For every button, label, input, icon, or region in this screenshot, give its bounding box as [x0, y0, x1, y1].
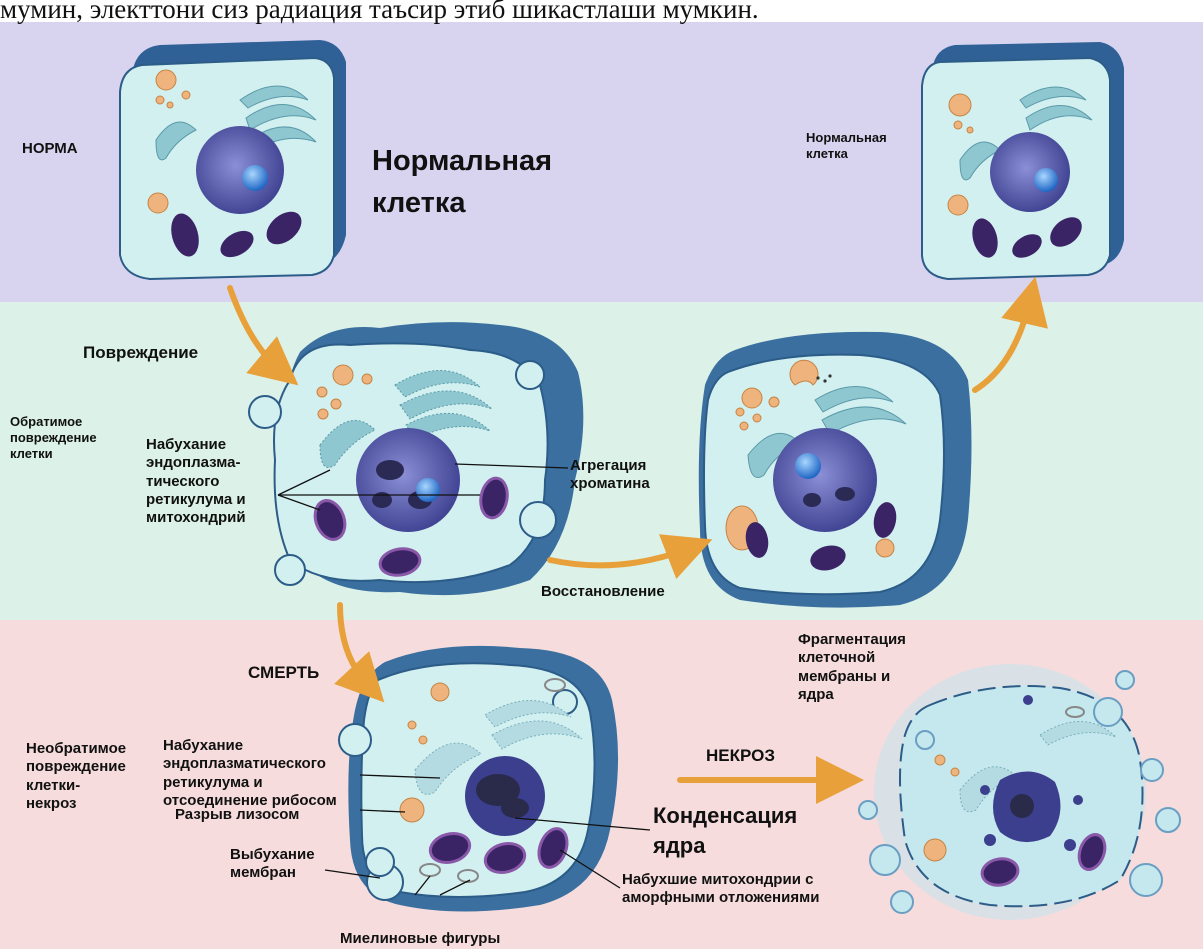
label-fragmentation: Фрагментация клеточной мембраны и ядра: [798, 631, 906, 704]
dying-cell: [339, 646, 618, 912]
label-recovery: Восстановление: [541, 583, 665, 601]
normal-cell-top-left: [120, 40, 346, 279]
label-normal-cell-small: Нормальная клетка: [806, 130, 887, 162]
label-irreversible-damage: Необратимое повреждение клетки- некроз: [26, 740, 126, 813]
recovering-cell: [699, 332, 972, 608]
label-myelin-figures: Миелиновые фигуры: [340, 930, 500, 948]
label-lysosome-rupture: Разрыв лизосом: [175, 806, 299, 824]
label-membrane-blebbing: Выбухание мембран: [230, 846, 315, 883]
label-necrosis: НЕКРОЗ: [706, 746, 775, 767]
label-death: СМЕРТЬ: [248, 663, 319, 684]
label-damage: Повреждение: [83, 343, 198, 364]
label-chromatin-aggregation: Агрегация хроматина: [570, 457, 650, 494]
label-normal-cell-big: Нормальная клетка: [372, 140, 552, 224]
injured-cell: [249, 322, 583, 595]
top-caption: мумин, электтони сиз радиация таъсир эти…: [0, 0, 1203, 25]
label-er-swelling-ribosomes: Набухание эндоплазматического ретикулума…: [163, 737, 337, 810]
label-norma: НОРМА: [22, 140, 78, 158]
label-reversible-damage: Обратимое повреждение клетки: [10, 414, 97, 462]
label-swollen-mito: Набухшие митохондрии с аморфными отложен…: [622, 871, 819, 908]
label-nucleus-condensation: Конденсация ядра: [653, 801, 797, 860]
normal-cell-top-right: [922, 42, 1124, 279]
label-er-swelling: Набухание эндоплазма- тического ретикулу…: [146, 436, 246, 527]
